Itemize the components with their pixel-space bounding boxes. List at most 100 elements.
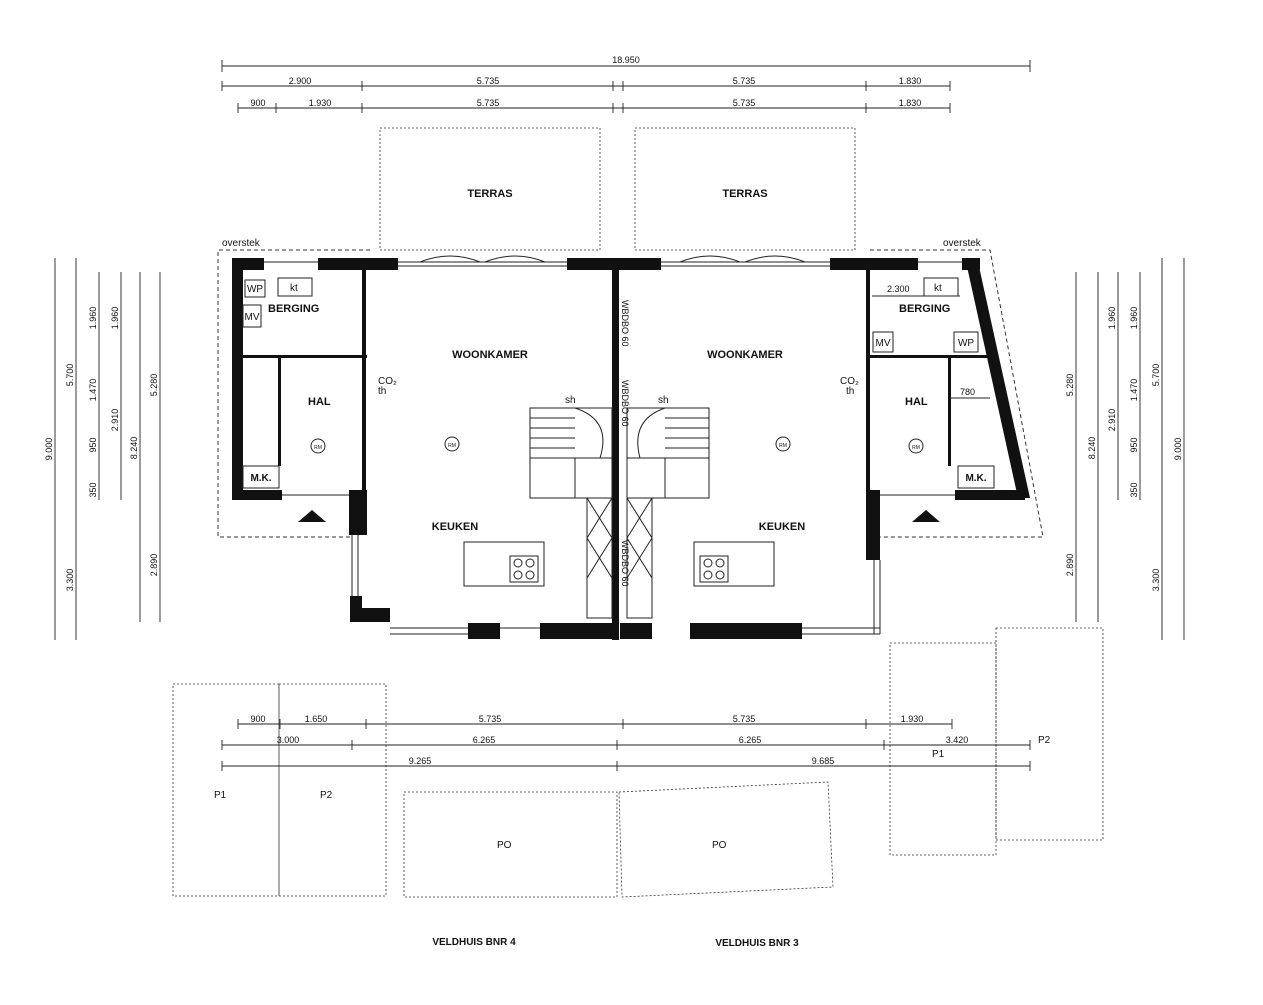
dim-bottom-r1-0: 900	[250, 714, 265, 724]
dim-left-3: 1.960	[88, 307, 98, 330]
label-co2-right: CO₂	[840, 376, 859, 387]
dim-left-0: 9.000	[44, 438, 54, 461]
caption-left: VELDHUIS BNR 4	[432, 937, 516, 948]
dim-left-5: 950	[88, 437, 98, 452]
dim-left-7: 1.960	[110, 307, 120, 330]
overhangs: overstek overstek	[217, 238, 1044, 538]
dim-top-r2-1: 1.930	[309, 98, 332, 108]
room-hal-right: HAL	[905, 396, 928, 408]
room-mk-right: M.K.	[965, 473, 986, 484]
overstek-left: overstek	[222, 238, 261, 249]
kitchen-islands	[463, 541, 775, 587]
right-dimensions: 5.280 2.890 8.240 1.960 2.910 1.960 1.47…	[1065, 258, 1185, 640]
label-rm-4: RM	[912, 445, 920, 451]
dim-bottom-r1-2: 5.735	[479, 714, 502, 724]
top-dimensions: 18.950 2.900 5.735 5.735 1.830 900 1.930…	[221, 55, 1031, 113]
dim-right-4: 1.470	[1129, 379, 1139, 402]
dim-top-r1-3: 1.830	[899, 76, 922, 86]
stairs: sh sh	[529, 395, 710, 499]
label-rm-2: RM	[448, 443, 456, 449]
dim-bottom-r3-0: 9.265	[409, 756, 432, 766]
walls-left-house	[232, 258, 619, 640]
dim-bottom-r2-0: 3.000	[277, 735, 300, 745]
dim-top-r2-3: 5.735	[733, 98, 756, 108]
label-rm-1: RM	[314, 445, 322, 451]
dim-left-4: 1.470	[88, 379, 98, 402]
label-wp-right: WP	[958, 338, 974, 349]
room-labels: WOONKAMER WOONKAMER KEUKEN KEUKEN BERGIN…	[268, 303, 950, 533]
dim-right-1: 5.700	[1151, 364, 1161, 387]
dim-top-r2-2: 5.735	[477, 98, 500, 108]
rm-sensors: RM RM RM RM	[310, 436, 924, 454]
dim-bottom-r1-1: 1.650	[305, 714, 328, 724]
label-p1-left: P1	[214, 790, 227, 801]
label-mv-left: MV	[245, 312, 260, 323]
dim-top-r2-0: 900	[250, 98, 265, 108]
overstek-right: overstek	[943, 238, 982, 249]
dim-left-6: 350	[88, 482, 98, 497]
label-th-right: th	[846, 386, 854, 397]
dim-left-8: 2.910	[110, 409, 120, 432]
room-woonkamer-right: WOONKAMER	[707, 349, 783, 361]
label-sh-left: sh	[565, 395, 576, 406]
dim-right-0: 9.000	[1173, 438, 1183, 461]
dim-right-9: 8.240	[1087, 437, 1097, 460]
dim-bottom-r2-3: 3.420	[946, 735, 969, 745]
bottom-dimensions: 900 1.650 5.735 5.735 1.930 3.000 6.265 …	[221, 714, 1031, 771]
room-keuken-left: KEUKEN	[432, 521, 479, 533]
dim-left-2: 3.300	[65, 569, 75, 592]
entrance-arrow-right	[912, 510, 940, 522]
room-woonkamer-left: WOONKAMER	[452, 349, 528, 361]
label-wbdbo-top: WBDBO 60	[620, 300, 630, 347]
dim-right-11: 2.890	[1065, 554, 1075, 577]
dim-right-5: 950	[1129, 437, 1139, 452]
label-sh-right: sh	[658, 395, 669, 406]
label-p2-right: P2	[1038, 735, 1051, 746]
dim-bottom-r1-3: 5.735	[733, 714, 756, 724]
dim-right-7: 1.960	[1107, 307, 1117, 330]
dim-right-8: 2.910	[1107, 409, 1117, 432]
windows	[264, 255, 962, 635]
label-co2-left: CO₂	[378, 376, 397, 387]
room-mk-left: M.K.	[250, 473, 271, 484]
label-kt-right: kt	[934, 283, 942, 294]
room-keuken-right: KEUKEN	[759, 521, 806, 533]
walls-right-house	[619, 258, 1030, 639]
room-hal-left: HAL	[308, 396, 331, 408]
room-terras-left: TERRAS	[467, 188, 512, 200]
entrance-arrow-left	[298, 510, 326, 522]
dim-bottom-r2-2: 6.265	[739, 735, 762, 745]
dim-top-r1-1: 5.735	[477, 76, 500, 86]
terraces: TERRAS TERRAS	[379, 127, 856, 251]
room-berging-left: BERGING	[268, 303, 319, 315]
dim-left-1: 5.700	[65, 364, 75, 387]
label-wbdbo-bottom: WBDBO 60	[620, 540, 630, 587]
label-wp-left: WP	[247, 284, 263, 295]
dim-top-total: 18.950	[612, 55, 640, 65]
label-po-right: PO	[712, 840, 727, 851]
left-dimensions: 9.000 5.700 3.300 1.960 1.470 950 350 1.…	[44, 258, 161, 640]
dim-left-10: 5.280	[149, 374, 159, 397]
dim-right-10: 5.280	[1065, 374, 1075, 397]
dim-right-3: 1.960	[1129, 307, 1139, 330]
dim-left-9: 8.240	[129, 437, 139, 460]
shafts	[586, 497, 653, 619]
dim-bottom-r3-1: 9.685	[812, 756, 835, 766]
dim-left-11: 2.890	[149, 554, 159, 577]
dim-top-r1-2: 5.735	[733, 76, 756, 86]
label-wbdbo-mid: WBDBO 60	[620, 380, 630, 427]
dim-inner-2300: 2.300	[887, 284, 910, 294]
label-po-left: PO	[497, 840, 512, 851]
caption-right: VELDHUIS BNR 3	[715, 938, 799, 949]
dim-right-2: 3.300	[1151, 569, 1161, 592]
label-mv-right: MV	[876, 338, 891, 349]
dim-right-6: 350	[1129, 482, 1139, 497]
label-p1-right: P1	[932, 749, 945, 760]
parking-areas: P1 P2 P1 P2 PO PO	[172, 627, 1104, 898]
dim-bottom-r2-1: 6.265	[473, 735, 496, 745]
label-kt-left: kt	[290, 283, 298, 294]
dim-bottom-r1-4: 1.930	[901, 714, 924, 724]
room-terras-right: TERRAS	[722, 188, 767, 200]
room-berging-right: BERGING	[899, 303, 950, 315]
